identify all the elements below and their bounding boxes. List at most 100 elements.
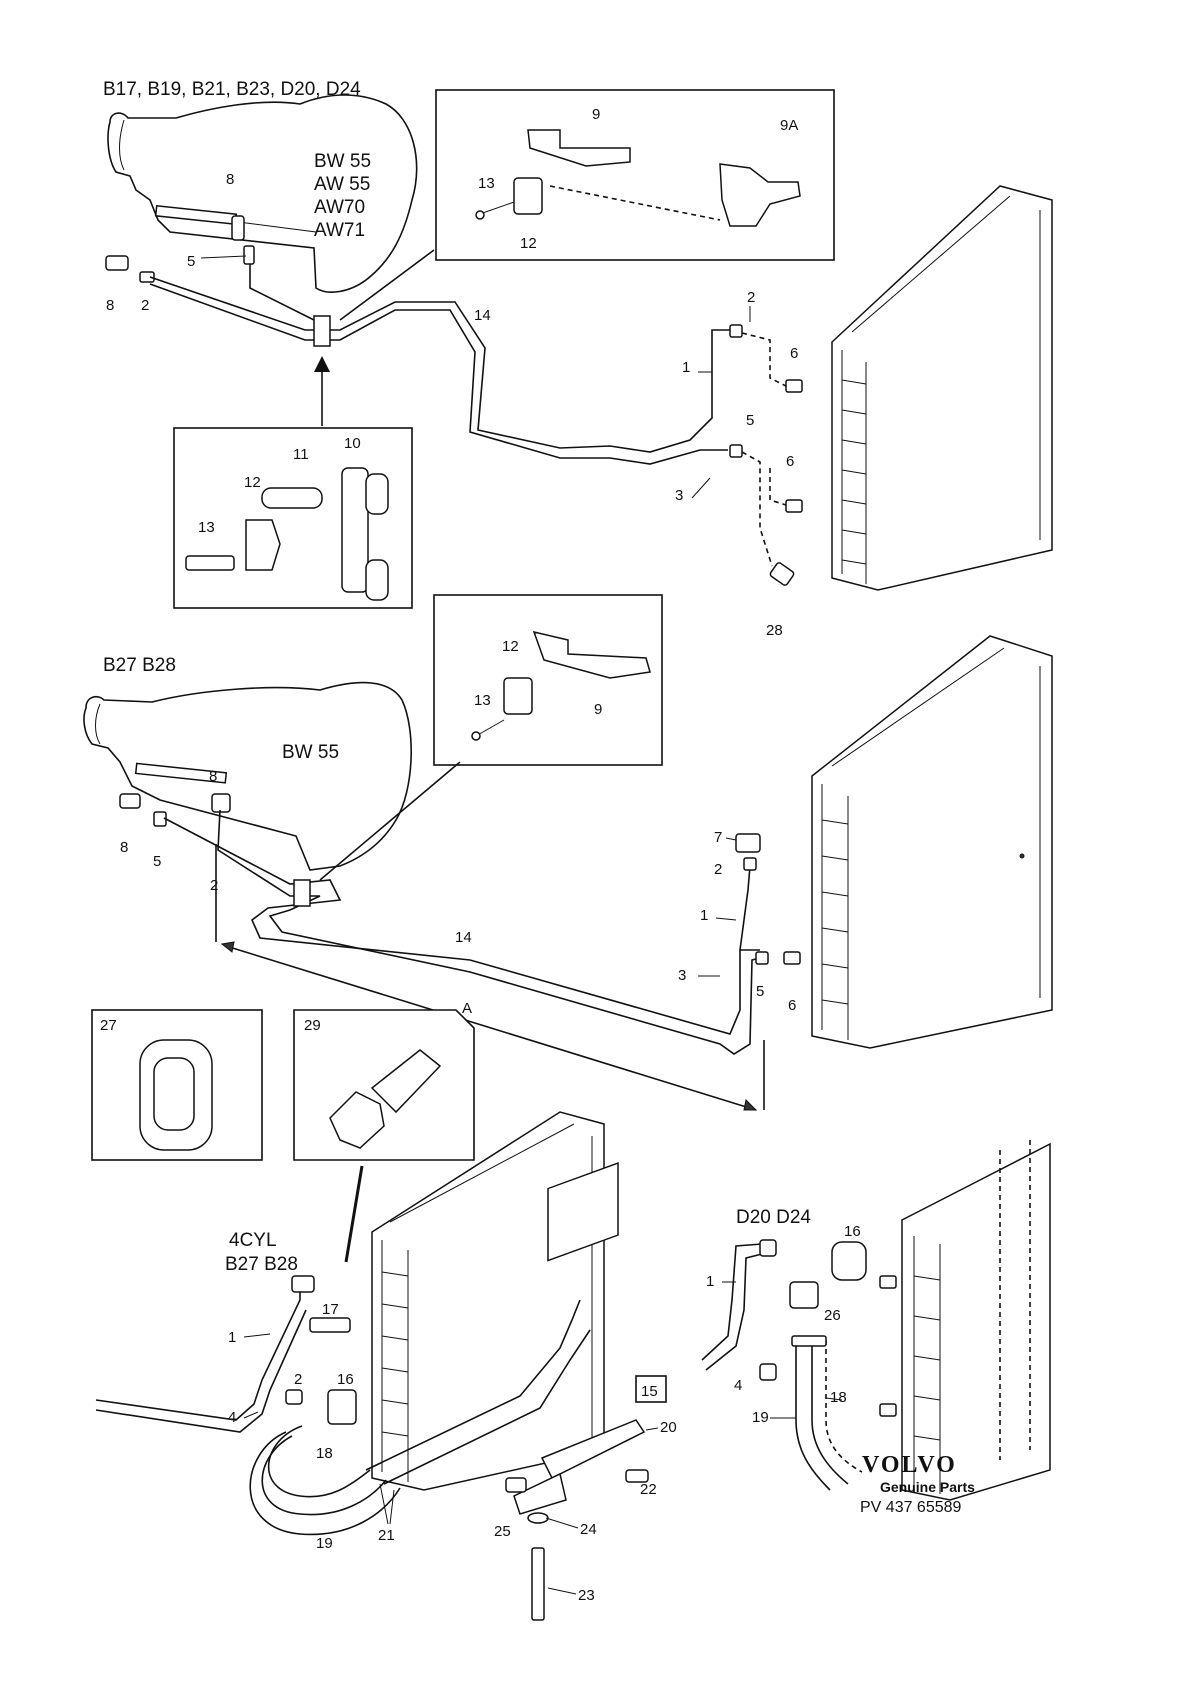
top-label-2-right: 2 <box>747 289 755 306</box>
br-label-19: 19 <box>752 1409 769 1426</box>
top-engine-heading: B17, B19, B21, B23, D20, D24 <box>103 79 361 100</box>
middle-label-1: 1 <box>700 907 708 924</box>
middle-transmission-housing <box>83 681 412 871</box>
top-nipple-6-lower <box>785 499 803 513</box>
middle-fitting-8-left <box>119 793 141 809</box>
clamp-inset-label-12: 12 <box>244 474 261 491</box>
top-cooler-pipe-lower <box>149 283 728 465</box>
middle-label-14: 14 <box>455 929 472 946</box>
top-transmission-models: BW 55 AW 55 AW70 AW71 <box>314 151 371 241</box>
top-inset-label-9a: 9A <box>780 117 798 134</box>
nipple-29 <box>329 1091 385 1149</box>
nut-25 <box>505 1477 527 1493</box>
inset-label-27: 27 <box>100 1017 117 1034</box>
middle-inset-bracket: 12 13 9 <box>319 594 663 881</box>
bottom-right-radiator <box>901 1140 1051 1501</box>
br-hose-19 <box>795 1342 831 1491</box>
br-label-26: 26 <box>824 1307 841 1324</box>
bottom-left-union-2 <box>285 1389 303 1405</box>
bl-label-21: 21 <box>378 1527 395 1544</box>
washer-24 <box>527 1512 549 1524</box>
volvo-footer: VOLVO Genuine Parts PV 437 65589 <box>860 1452 975 1516</box>
middle-label-2-left: 2 <box>210 877 218 894</box>
top-union-2 <box>729 324 743 338</box>
middle-pipe-clamp <box>293 879 311 907</box>
br-label-4: 4 <box>734 1377 742 1394</box>
top-fitting-8-left <box>105 255 129 271</box>
br-label-1: 1 <box>706 1273 714 1290</box>
bottom-left-section: 4CYL B27 B28 1 17 2 <box>95 1111 677 1621</box>
bl-label-18: 18 <box>316 1445 333 1462</box>
top-union-5 <box>729 444 743 458</box>
clamp-inset-label-13: 13 <box>198 519 215 536</box>
bl-label-25: 25 <box>494 1523 511 1540</box>
top-label-5-right: 5 <box>746 412 754 429</box>
br-hose-18 <box>825 1340 863 1473</box>
bottom-left-hose-19 <box>249 1431 401 1536</box>
top-label-8-left: 8 <box>106 297 114 314</box>
br-label-16: 16 <box>844 1223 861 1240</box>
bottom-right-section: D20 D24 16 1 26 4 19 18 VOL <box>701 1140 1051 1516</box>
bottom-left-fitting-17 <box>309 1317 351 1333</box>
top-callouts: 8 5 8 2 14 2 1 6 5 3 6 28 <box>106 171 798 639</box>
br-tee-16 <box>831 1241 867 1281</box>
clamp-inset-label-10: 10 <box>344 435 361 452</box>
inset-29: 29 <box>293 1009 475 1263</box>
middle-label-6: 6 <box>788 997 796 1014</box>
top-fitting-8-center <box>231 215 245 241</box>
top-inset-label-13: 13 <box>478 175 495 192</box>
bl-label-23: 23 <box>578 1587 595 1604</box>
middle-elbow-7 <box>735 833 761 853</box>
bottom-left-elbow-1 <box>291 1275 315 1293</box>
top-label-3: 3 <box>675 487 683 504</box>
middle-fitting-8-center <box>211 793 231 813</box>
top-section: B17, B19, B21, B23, D20, D24 BW 55 AW 55… <box>103 79 1053 639</box>
top-label-28: 28 <box>766 622 783 639</box>
br-nipple-upper <box>879 1275 897 1289</box>
top-transmission-housing <box>107 94 418 293</box>
top-label-6-upper: 6 <box>790 345 798 362</box>
part-number: PV 437 65589 <box>860 1499 962 1516</box>
bl-label-4: 4 <box>228 1409 236 1426</box>
middle-section: B27 B28 BW 55 <box>83 594 1053 1111</box>
top-label-6-lower: 6 <box>786 453 794 470</box>
bottom-left-callouts: 1 17 2 16 4 18 19 21 15 20 22 25 24 23 <box>228 1301 677 1604</box>
top-label-1: 1 <box>682 359 690 376</box>
middle-label-5-left: 5 <box>153 853 161 870</box>
top-model-aw55: AW 55 <box>314 174 370 195</box>
middle-label-7: 7 <box>714 829 722 846</box>
br-union-1 <box>759 1239 777 1257</box>
bl-label-22: 22 <box>640 1481 657 1498</box>
oil-cooler-15 <box>547 1162 619 1262</box>
bl-label-24: 24 <box>580 1521 597 1538</box>
middle-callouts: 8 8 5 2 14 A 7 2 1 3 5 6 <box>120 768 796 1017</box>
top-label-5: 5 <box>187 253 195 270</box>
clamp-inset-label-11: 11 <box>293 446 309 463</box>
genuine-parts-text: Genuine Parts <box>880 1479 975 1495</box>
middle-radiator <box>811 635 1053 1049</box>
br-elbow-26 <box>789 1281 819 1309</box>
top-fitting-5 <box>243 245 255 265</box>
top-model-aw70: AW70 <box>314 197 365 218</box>
top-model-bw55: BW 55 <box>314 151 371 172</box>
top-label-14: 14 <box>474 307 491 324</box>
middle-union-2 <box>743 857 757 871</box>
middle-nipple-6 <box>783 951 801 965</box>
top-pipe-clamp <box>313 315 331 347</box>
middle-inset-label-13: 13 <box>474 692 491 709</box>
top-inset-label-12: 12 <box>520 235 537 252</box>
middle-label-2-right: 2 <box>714 861 722 878</box>
br-union-4 <box>759 1363 777 1381</box>
part-15-box <box>635 1375 667 1403</box>
top-inset-label-9: 9 <box>592 106 600 123</box>
br-nipple-lower <box>879 1403 897 1417</box>
top-label-8-center: 8 <box>226 171 234 188</box>
middle-label-5-right: 5 <box>756 983 764 1000</box>
inset-label-29: 29 <box>304 1017 321 1034</box>
top-inset-bracket: 9 9A 13 12 <box>339 89 835 321</box>
top-model-aw71: AW71 <box>314 220 365 241</box>
bl-label-16: 16 <box>337 1371 354 1388</box>
middle-label-3: 3 <box>678 967 686 984</box>
bl-label-2: 2 <box>294 1371 302 1388</box>
bl-label-19: 19 <box>316 1535 333 1552</box>
